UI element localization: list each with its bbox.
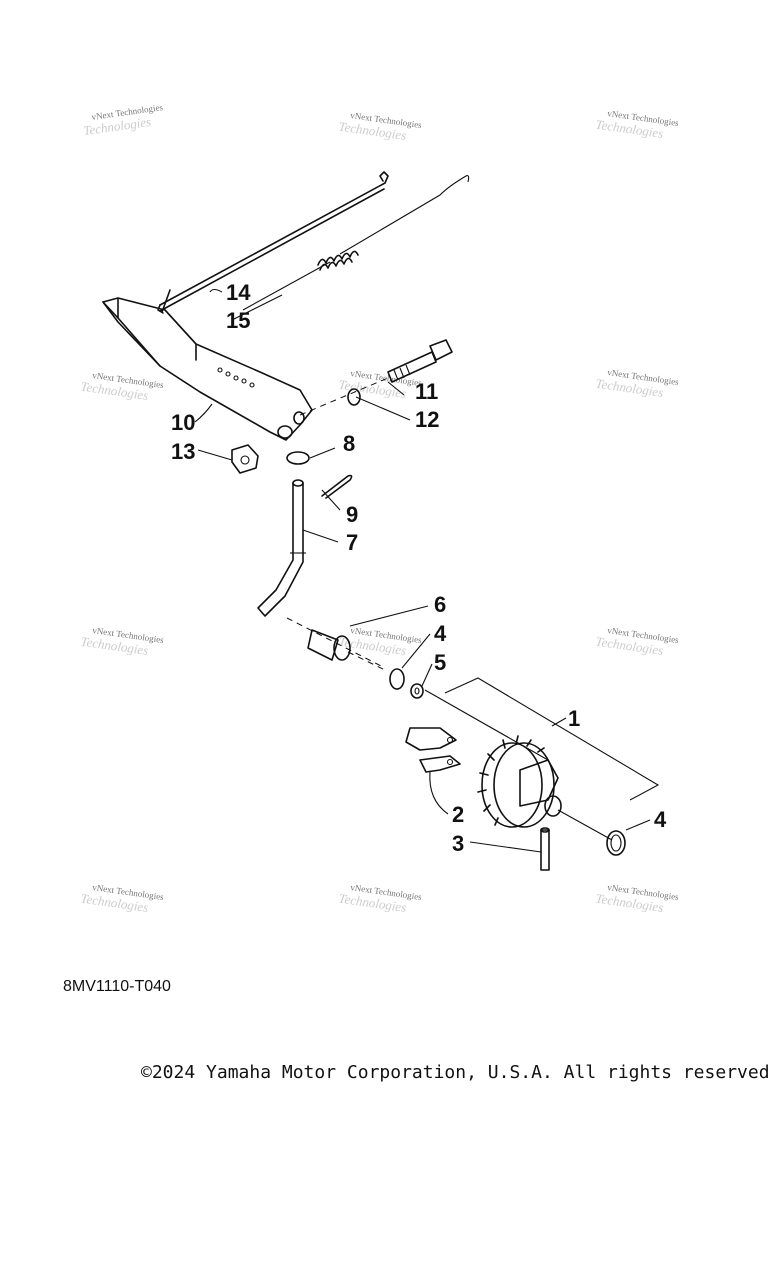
callout-2: 2 [452,802,464,827]
callout-10: 10 [171,410,195,435]
callout-7: 7 [346,530,358,555]
part-1-gear [424,689,613,841]
part-9-clip [321,474,353,499]
part-5-bearing [410,683,424,699]
callout-13: 13 [171,439,195,464]
copyright-notice: ©2024 Yamaha Motor Corporation, U.S.A. A… [141,1062,768,1083]
leader-lines [194,288,651,853]
part-1-group-bracket [444,677,660,801]
part-12-washer [347,388,361,406]
part-2-bracket [405,727,461,773]
callout-5: 5 [434,650,446,675]
part-8-washer [286,451,310,465]
callouts: 1 2 3 4 4 5 6 7 8 9 10 11 12 13 14 15 [171,280,667,856]
callout-1: 1 [568,706,580,731]
part-13-nut [231,444,259,474]
callout-6: 6 [434,592,446,617]
part-7-shaft [257,479,386,669]
part-15-cable [242,175,470,311]
part-6-bushing [307,629,386,671]
part-3-pin [540,827,550,871]
callout-4-lower: 4 [654,807,667,832]
part-4-washer-upper [389,668,405,690]
part-14-rod [157,171,389,314]
part-11-bolt [299,339,453,416]
callout-3: 3 [452,831,464,856]
part-4-washer-lower [606,830,626,856]
callout-12: 12 [415,407,439,432]
callout-11: 11 [415,379,438,404]
part-10-lever-arm [102,297,313,441]
callout-9: 9 [346,502,358,527]
callout-14: 14 [226,280,251,305]
callout-8: 8 [343,431,355,456]
callout-15: 15 [226,308,250,333]
callout-4-upper: 4 [434,621,447,646]
diagram-code: 8MV1110-T040 [63,978,171,995]
